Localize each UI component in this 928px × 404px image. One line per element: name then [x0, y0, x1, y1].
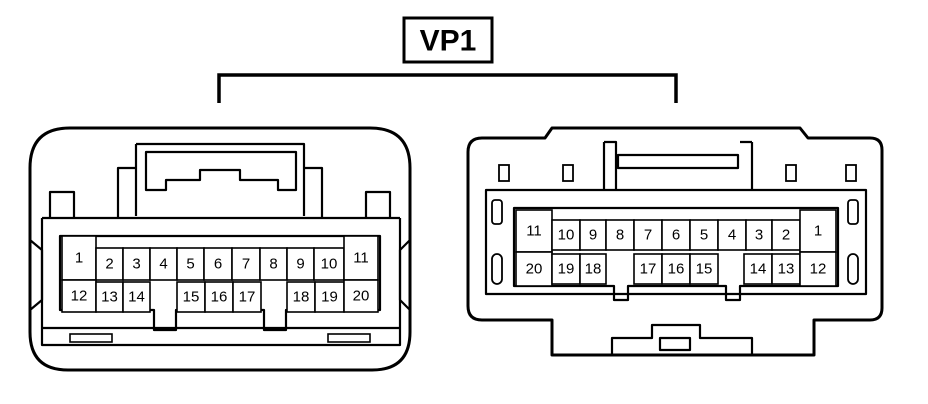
left-side-notch-left [29, 239, 44, 311]
right-tab-2 [562, 164, 574, 182]
title-box [402, 16, 494, 64]
left-pin-frame [58, 234, 382, 332]
left-pin-16-cell [204, 281, 234, 313]
left-latch-pad-left [69, 333, 113, 343]
right-pin-16-cell [661, 253, 691, 285]
right-pin-19-cell [551, 253, 581, 285]
right-pin-1-cell [799, 209, 837, 253]
right-pin-11-label: 11 [526, 223, 542, 240]
left-pin-17-cell [232, 281, 262, 313]
right-pin-3-label: 3 [755, 227, 763, 244]
left-pin-8-cell [259, 247, 288, 281]
left-pin-14-cell [122, 281, 151, 313]
left-pin-6-label: 6 [214, 256, 222, 273]
left-pin-4-cell [149, 247, 178, 281]
left-pin-2-label: 2 [105, 256, 113, 273]
right-pin-10-cell [551, 219, 581, 251]
left-pin-17-label: 17 [239, 289, 256, 306]
right-pin-1-label: 1 [814, 223, 822, 240]
right-pin-18-cell [579, 253, 607, 285]
left-pin-15-cell [176, 281, 206, 313]
left-pin-12-label: 12 [71, 288, 88, 305]
left-pin-6-cell [203, 247, 233, 281]
left-pin-7-label: 7 [242, 256, 250, 273]
right-tab-1 [498, 164, 510, 182]
right-pin-15-cell [689, 253, 719, 285]
left-pin-11-label: 11 [353, 250, 369, 267]
left-pin-2-cell [95, 247, 124, 281]
right-pin-19-label: 19 [558, 261, 575, 278]
left-latch-pad-right [327, 333, 371, 343]
right-pin-5-cell [689, 219, 719, 251]
left-pin-3-label: 3 [132, 256, 140, 273]
left-pin-5-cell [176, 247, 205, 281]
left-pin-13-label: 13 [101, 289, 118, 306]
left-pin-7-cell [231, 247, 261, 281]
left-pin-10-label: 10 [321, 256, 338, 273]
right-pin-18-label: 18 [585, 261, 602, 278]
right-bottom-latch [610, 323, 754, 355]
right-slot-right-bottom [847, 253, 859, 285]
right-pin-12-cell [799, 251, 837, 287]
right-tab-4 [845, 164, 857, 182]
left-side-notch-right [398, 239, 411, 311]
right-pin-2-label: 2 [782, 227, 790, 244]
right-pin-3-cell [745, 219, 773, 251]
right-pin-14-cell [743, 253, 773, 285]
left-pin-3-cell [122, 247, 151, 281]
left-pin-1-label: 1 [75, 250, 83, 267]
connector-title: VP1 [420, 25, 477, 58]
left-pin-5-label: 5 [186, 256, 194, 273]
right-pin-9-label: 9 [589, 227, 597, 244]
left-pin-4-label: 4 [159, 256, 167, 273]
left-pin-16-label: 16 [211, 289, 228, 306]
left-pin-9-cell [286, 247, 315, 281]
left-lock-housing [134, 142, 306, 216]
left-pin-15-label: 15 [183, 289, 200, 306]
right-pin-8-label: 8 [616, 227, 624, 244]
right-pin-13-label: 13 [778, 261, 795, 278]
left-pin-11-cell [343, 235, 379, 281]
right-pin-16-label: 16 [668, 261, 685, 278]
right-inner-cavity [484, 188, 868, 296]
right-pin-9-cell [579, 219, 607, 251]
right-pin-6-label: 6 [672, 227, 680, 244]
left-pin-12-cell [61, 279, 97, 313]
left-pin-9-label: 9 [296, 256, 304, 273]
title-bracket [217, 73, 678, 103]
right-pin-10-label: 10 [558, 227, 575, 244]
left-pin-19-label: 19 [321, 289, 338, 306]
right-pin-17-label: 17 [640, 261, 657, 278]
right-pin-frame [512, 206, 840, 302]
right-pin-5-label: 5 [700, 227, 708, 244]
left-pin-8-label: 8 [269, 256, 277, 273]
left-pin-20-cell [343, 279, 379, 313]
right-pin-17-cell [633, 253, 663, 285]
left-lock-tabs [48, 166, 392, 218]
right-pin-12-label: 12 [810, 261, 827, 278]
right-slot-left-top [491, 199, 503, 225]
right-slot-left-bottom [491, 253, 503, 285]
right-lock-housing [602, 140, 754, 190]
right-pin-7-label: 7 [644, 227, 652, 244]
right-tab-3 [785, 164, 797, 182]
left-pin-14-label: 14 [128, 289, 145, 306]
left-pin-18-label: 18 [293, 289, 310, 306]
left-pin-20-label: 20 [353, 288, 370, 305]
right-pin-15-label: 15 [696, 261, 713, 278]
right-pin-4-label: 4 [728, 227, 736, 244]
right-pin-14-label: 14 [750, 261, 767, 278]
left-pin-13-cell [95, 281, 124, 313]
right-slot-right-top [847, 199, 859, 225]
left-pin-18-cell [286, 281, 316, 313]
right-pin-20-label: 20 [526, 261, 543, 278]
